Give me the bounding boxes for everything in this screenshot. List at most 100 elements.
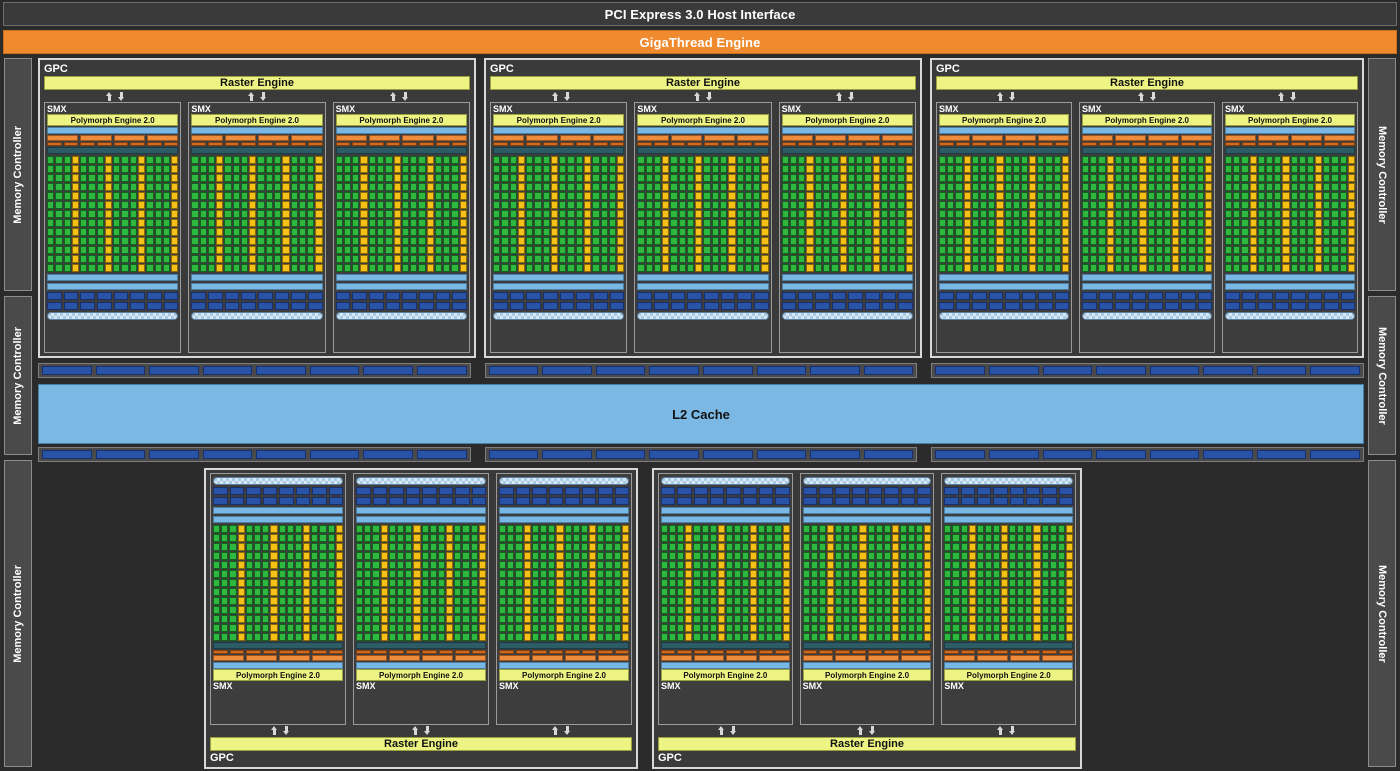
cuda-core-cell [311, 552, 319, 560]
cuda-core-cell [703, 264, 711, 272]
cuda-core-cell [307, 210, 315, 218]
dp-unit-cell [583, 255, 592, 263]
cuda-core-cell [637, 192, 645, 200]
cuda-core-cell [766, 543, 774, 551]
texture-unit-cell [526, 302, 542, 310]
cuda-core-cell [774, 561, 782, 569]
warp-scheduler-row [499, 655, 629, 661]
cuda-core-cell [856, 255, 864, 263]
cuda-core-cell [597, 570, 605, 578]
dp-unit-cell [249, 156, 257, 164]
dp-unit-cell [589, 543, 597, 551]
cuda-core-cell [908, 624, 916, 632]
cuda-core-cell [531, 615, 539, 623]
cuda-core-cell [232, 210, 240, 218]
cuda-core-cell [988, 183, 996, 191]
cuda-core-cell [286, 543, 294, 551]
cuda-core-cell [1049, 543, 1057, 551]
cuda-core-cell [889, 201, 897, 209]
cuda-core-cell [725, 633, 733, 641]
cuda-core-cell [418, 210, 426, 218]
cuda-core-cell [146, 174, 154, 182]
texture-cache-bar [781, 312, 913, 320]
dispatch-unit-cell [654, 142, 669, 146]
cuda-core-cell [567, 174, 575, 182]
cuda-core-cell [559, 156, 567, 164]
cuda-core-cell [1082, 237, 1090, 245]
cuda-core-cell [388, 534, 396, 542]
cuda-core-cell [401, 165, 410, 173]
dp-unit-cell [478, 606, 486, 614]
cuda-core-cell [693, 615, 701, 623]
texture-unit-row [944, 487, 1073, 495]
cuda-core-cell [278, 561, 286, 569]
cuda-core-cell [1012, 264, 1020, 272]
dispatch-unit-cell [493, 142, 508, 146]
texture-unit-row [637, 302, 769, 310]
cuda-core-cell [971, 210, 979, 218]
cuda-core-cell [493, 201, 501, 209]
cuda-core-cell [880, 228, 889, 236]
texture-unit-cell [867, 487, 883, 495]
dispatch-unit-row [499, 650, 629, 654]
cuda-core-cell [1057, 579, 1065, 587]
cuda-core-cell [278, 543, 286, 551]
texture-unit-row [335, 292, 468, 300]
cuda-core-cell [939, 174, 947, 182]
dispatch-unit-cell [356, 650, 371, 654]
cuda-core-cell [162, 228, 171, 236]
warp-scheduler-cell [1005, 135, 1036, 141]
cuda-core-cell [368, 174, 376, 182]
cuda-core-cell [1147, 192, 1155, 200]
cuda-core-cell [711, 255, 720, 263]
cuda-core-cell [984, 561, 992, 569]
cuda-core-cell [221, 561, 229, 569]
cuda-core-cell [429, 615, 437, 623]
dp-unit-cell [303, 624, 311, 632]
cuda-core-cell [597, 534, 605, 542]
dp-unit-cell [249, 219, 257, 227]
dp-unit-cell [1204, 183, 1212, 191]
cuda-core-cell [1225, 174, 1233, 182]
texture-unit-cell [97, 292, 112, 300]
dp-unit-cell [782, 543, 790, 551]
cuda-core-cell [443, 156, 451, 164]
dp-unit-cell [905, 219, 913, 227]
cuda-core-cell [789, 210, 798, 218]
cuda-core-cell [443, 246, 451, 254]
cuda-core-cell [548, 525, 556, 533]
cuda-core-cell [960, 624, 968, 632]
cuda-core-cell [875, 570, 883, 578]
warp-scheduler-cell [1225, 135, 1256, 141]
cuda-core-cell [401, 210, 410, 218]
cuda-core-cell [88, 192, 96, 200]
cuda-core-cell [245, 597, 253, 605]
cuda-core-cell [531, 570, 539, 578]
cuda-core-cell [437, 534, 446, 542]
cuda-core-cell [653, 228, 662, 236]
dp-unit-cell [728, 264, 736, 272]
instruction-cache-bar [661, 662, 790, 669]
cuda-core-cell [1025, 579, 1033, 587]
cuda-core-cell [501, 201, 509, 209]
cuda-core-cell [290, 237, 298, 245]
dp-unit-cell [717, 525, 725, 533]
dp-unit-cell [216, 201, 224, 209]
texture-unit-cell [775, 497, 790, 505]
dp-unit-cell [924, 561, 932, 569]
cuda-core-cell [121, 228, 129, 236]
cuda-core-cell [290, 210, 298, 218]
cuda-core-cell [47, 174, 55, 182]
dp-unit-cell [685, 606, 693, 614]
cuda-core-cell [897, 156, 905, 164]
dp-unit-cell [1315, 255, 1323, 263]
dp-unit-cell [924, 525, 932, 533]
cuda-core-cell [814, 237, 822, 245]
cuda-core-cell [1339, 174, 1347, 182]
cuda-core-cell [245, 552, 253, 560]
cuda-core-cell [1004, 165, 1012, 173]
cuda-core-cell [47, 264, 55, 272]
dp-unit-cell [550, 228, 559, 236]
cuda-core-cell [1049, 570, 1057, 578]
dp-unit-cell [249, 201, 257, 209]
